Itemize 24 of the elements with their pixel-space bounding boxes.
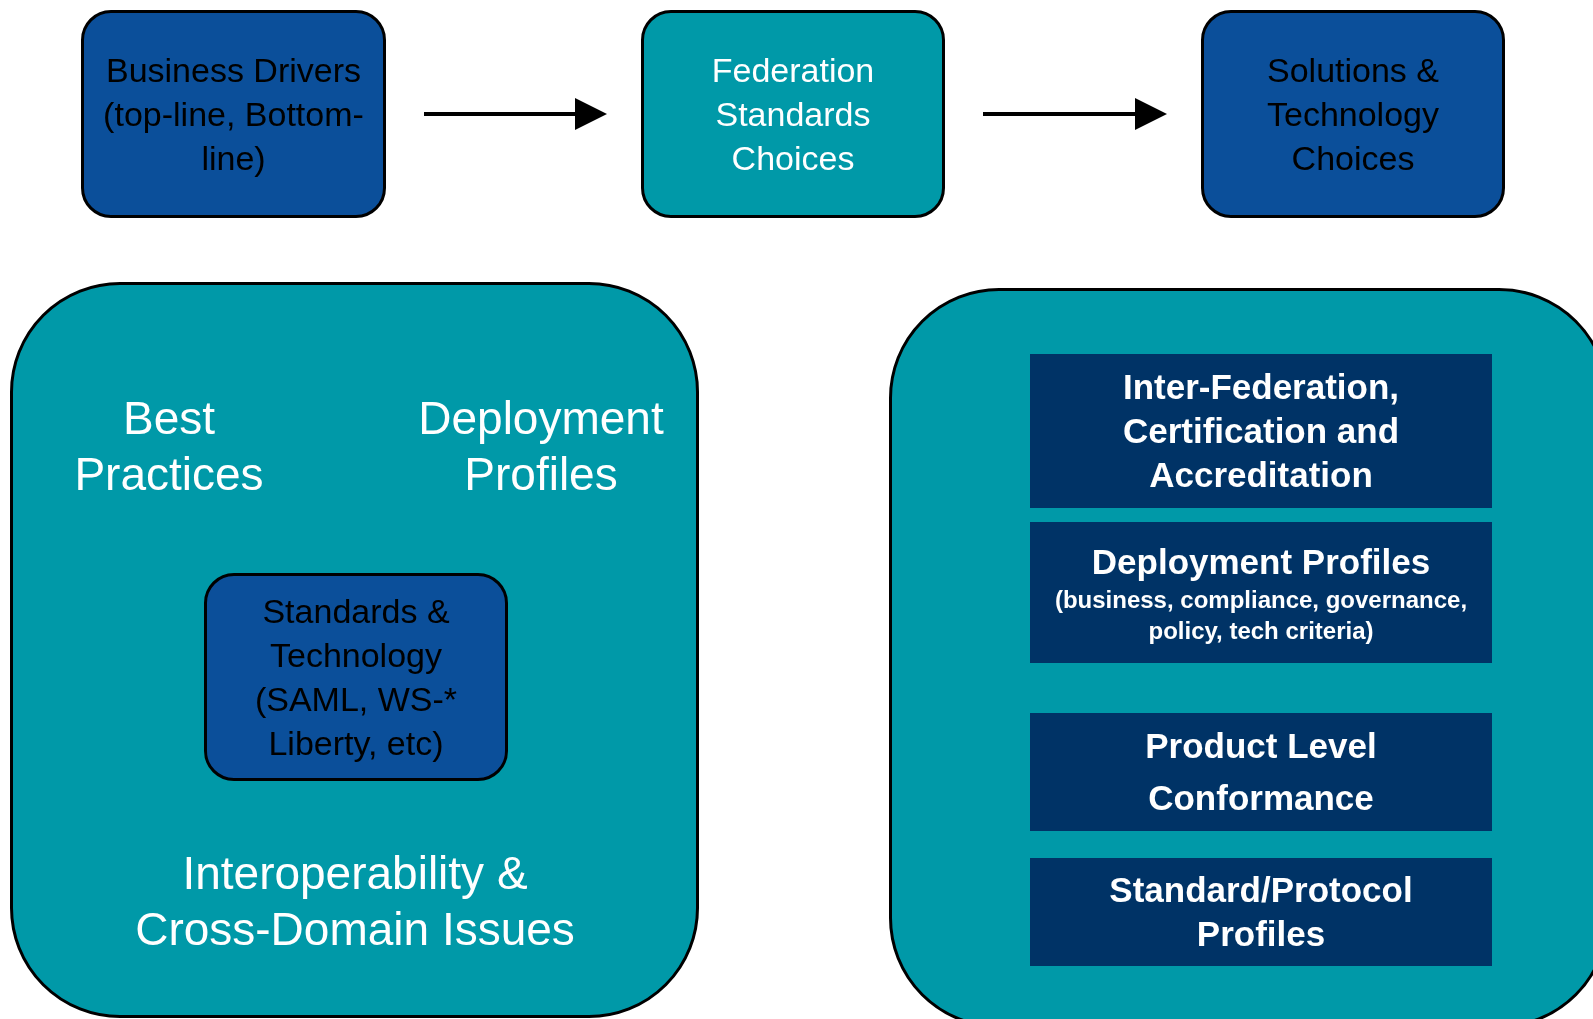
arrow <box>983 98 1167 130</box>
rounded-panel <box>889 288 1593 1019</box>
box-subtitle: Interoperability & Cross-Domain Issues <box>134 846 576 957</box>
label-box <box>1030 354 1492 508</box>
box-label: Business Drivers (top-line, Bottom-line) <box>102 50 365 179</box>
label-box <box>1030 858 1492 966</box>
box-label: Standard/Protocol Profiles <box>1108 869 1414 955</box>
box-subtitle: Deployment Profiles <box>417 391 665 502</box>
label-box <box>1030 522 1492 663</box>
box-label: Standards & Technology (SAML, WS-* Liberty, etc) <box>253 591 459 764</box>
label-box <box>1030 713 1492 831</box>
rounded-box <box>641 10 945 218</box>
box-label: Product Level Conformance <box>1144 725 1378 819</box>
rounded-panel <box>10 282 699 1018</box>
box-label: Deployment Profiles <box>1091 540 1431 583</box>
box-label: Solutions & Technology Choices <box>1266 50 1440 179</box>
rounded-box <box>204 573 508 781</box>
box-label: Federation Standards Choices <box>710 50 876 179</box>
box-subtitle: (business, compliance, governance, policy, tech criteria) <box>1053 584 1469 646</box>
box-label: Best Practices <box>73 391 265 502</box>
rounded-box <box>1201 10 1505 218</box>
box-label: Inter-Federation, Certification and Accreditation <box>1121 366 1401 496</box>
rounded-box <box>81 10 386 218</box>
arrow <box>424 98 607 130</box>
